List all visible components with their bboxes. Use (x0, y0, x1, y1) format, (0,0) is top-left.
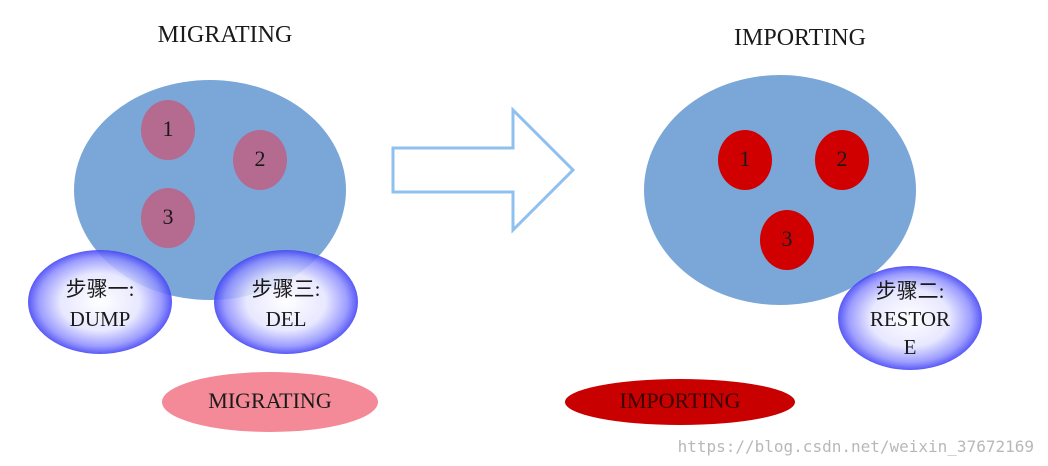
importing-slot-1 (718, 130, 772, 190)
importing-slot-2 (815, 130, 869, 190)
step-restore-label: 步骤二: RESTOR E (855, 278, 965, 360)
step-restore-line3: E (903, 335, 917, 359)
step-dump-line1: 步骤一: (65, 277, 135, 301)
step-restore-line2: RESTOR (869, 307, 951, 331)
importing-slot-1-label: 1 (739, 146, 751, 171)
migrating-slot-3 (141, 188, 195, 248)
step-restore-bubble (838, 266, 982, 370)
legend-importing-swatch (565, 379, 795, 425)
step-dump-label: 步骤一: DUMP (45, 276, 155, 332)
migrating-title: MIGRATING (157, 22, 293, 48)
migration-arrow (391, 106, 576, 234)
step-del-line2: DEL (265, 307, 307, 331)
step-del-line1: 步骤三: (251, 277, 321, 301)
legend-importing-label: IMPORTING (619, 388, 741, 413)
importing-slot-3 (760, 210, 814, 270)
importing-slot-3-label: 3 (781, 226, 793, 251)
importing-title: IMPORTING (734, 25, 866, 51)
importing-node (644, 75, 916, 305)
legend-migrating-label: MIGRATING (208, 388, 332, 413)
migrating-slot-1-label: 1 (162, 116, 174, 141)
importing-slot-2-label: 2 (836, 146, 848, 171)
step-dump-bubble (28, 250, 172, 354)
migrating-slot-2 (233, 130, 287, 190)
step-del-bubble (214, 250, 358, 354)
watermark-url: https://blog.csdn.net/weixin_37672169 (677, 437, 1034, 456)
migrating-slot-3-label: 3 (162, 204, 174, 229)
step-dump-line2: DUMP (69, 307, 131, 331)
migrating-slot-1 (141, 100, 195, 160)
step-del-label: 步骤三: DEL (231, 276, 341, 332)
migrating-slot-2-label: 2 (254, 146, 266, 171)
legend-migrating-swatch (162, 372, 378, 432)
step-restore-line1: 步骤二: (875, 279, 945, 303)
